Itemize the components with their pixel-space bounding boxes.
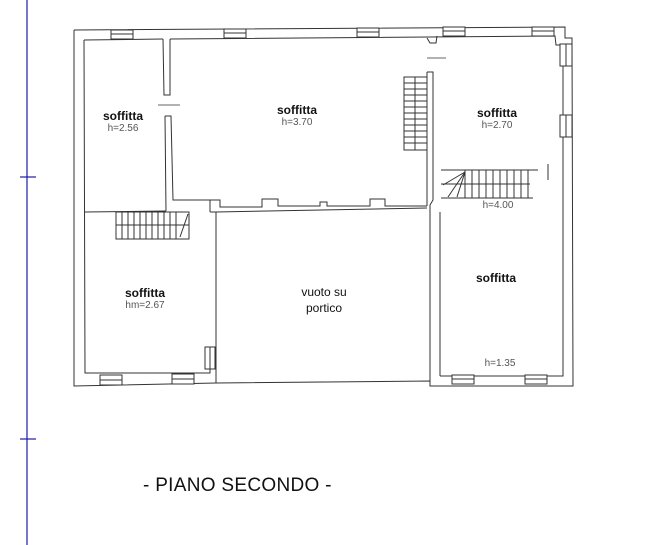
room-label-portico: vuoto su portico — [301, 285, 347, 316]
staircase-left — [115, 211, 190, 240]
staircase-central — [403, 76, 428, 151]
room-height: h=2.56 — [107, 123, 139, 135]
room-height: h=3.70 — [281, 117, 313, 129]
room-name-line2: portico — [305, 301, 343, 316]
room-name: vuoto su — [301, 285, 347, 299]
room-label-top-center: soffitta h=3.70 — [277, 103, 317, 129]
room-height-top: h=4.00 — [482, 200, 514, 211]
room-label-bottom-left: soffitta hm=2.67 — [125, 286, 165, 312]
room-name: soffitta — [277, 103, 317, 117]
drawing-title: - PIANO SECONDO - — [143, 475, 332, 496]
room-height-bottom: h=1.35 — [484, 358, 516, 369]
room-name: soffitta — [103, 109, 143, 123]
staircase-right — [441, 164, 549, 199]
room-height: h=2.70 — [481, 120, 513, 132]
grid-axis — [20, 0, 36, 545]
room-label-top-left: soffitta h=2.56 — [103, 109, 143, 135]
room-name: soffitta — [125, 286, 165, 300]
windows — [99, 26, 573, 386]
room-height: hm=2.67 — [125, 300, 165, 312]
room-label-top-right: soffitta h=2.70 — [477, 106, 517, 132]
room-name: soffitta — [476, 271, 516, 285]
room-name: soffitta — [477, 106, 517, 120]
